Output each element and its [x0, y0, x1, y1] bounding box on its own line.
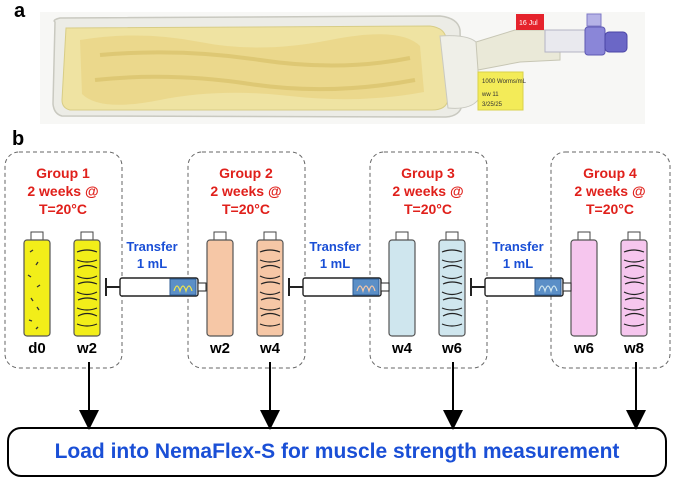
svg-text:ww 11: ww 11	[481, 92, 499, 98]
syringe-2	[288, 277, 390, 297]
tube-label: w6	[573, 340, 594, 357]
svg-text:16 Jul: 16 Jul	[519, 20, 538, 27]
tube-g3-w4	[388, 231, 416, 337]
culture-bag-photo: 1000 Worms/mL ww 11 3/25/25 16 Jul	[40, 12, 645, 124]
worms-dense-g4-w8	[623, 249, 645, 327]
syringe-3	[470, 277, 572, 297]
tube-g2-w4	[256, 231, 284, 337]
worms-dense-g2-w4	[259, 249, 281, 327]
group-box-2	[187, 151, 306, 369]
tube-g2-w2	[206, 231, 234, 337]
tube-label: w2	[209, 340, 230, 357]
tube-label: w2	[76, 340, 97, 357]
tube-g3-w6	[438, 231, 466, 337]
tube-g1-d0	[23, 231, 51, 337]
panel-label-b: b	[12, 128, 25, 150]
tube-label: w4	[391, 340, 412, 357]
syringe-1	[105, 277, 207, 297]
luer-connector	[584, 26, 606, 56]
yellow-tag	[477, 71, 524, 111]
panel-label-a: a	[14, 0, 26, 22]
tube-label: w4	[259, 340, 280, 357]
tube-g4-w6	[570, 231, 598, 337]
svg-text:3/25/25: 3/25/25	[482, 102, 503, 108]
svg-text:1000 Worms/mL: 1000 Worms/mL	[482, 79, 527, 85]
group-box-4	[550, 151, 671, 369]
worms-dense-g3-w6	[441, 249, 463, 327]
tube-label: d0	[28, 340, 46, 357]
tube-g1-w2	[73, 231, 101, 337]
tube-label: w8	[623, 340, 644, 357]
worms-dense-g1-w2	[76, 249, 98, 327]
worms-sparse-d0	[27, 249, 41, 330]
group-box-3	[369, 151, 488, 369]
red-tag	[516, 14, 544, 30]
nemaflex-load-text: Load into NemaFlex-S for muscle strength…	[54, 440, 620, 463]
tube-label: w6	[441, 340, 462, 357]
tube-g4-w8	[620, 231, 648, 337]
group-box-1	[4, 151, 123, 369]
nemaflex-load-box: Load into NemaFlex-S for muscle strength…	[7, 427, 667, 477]
